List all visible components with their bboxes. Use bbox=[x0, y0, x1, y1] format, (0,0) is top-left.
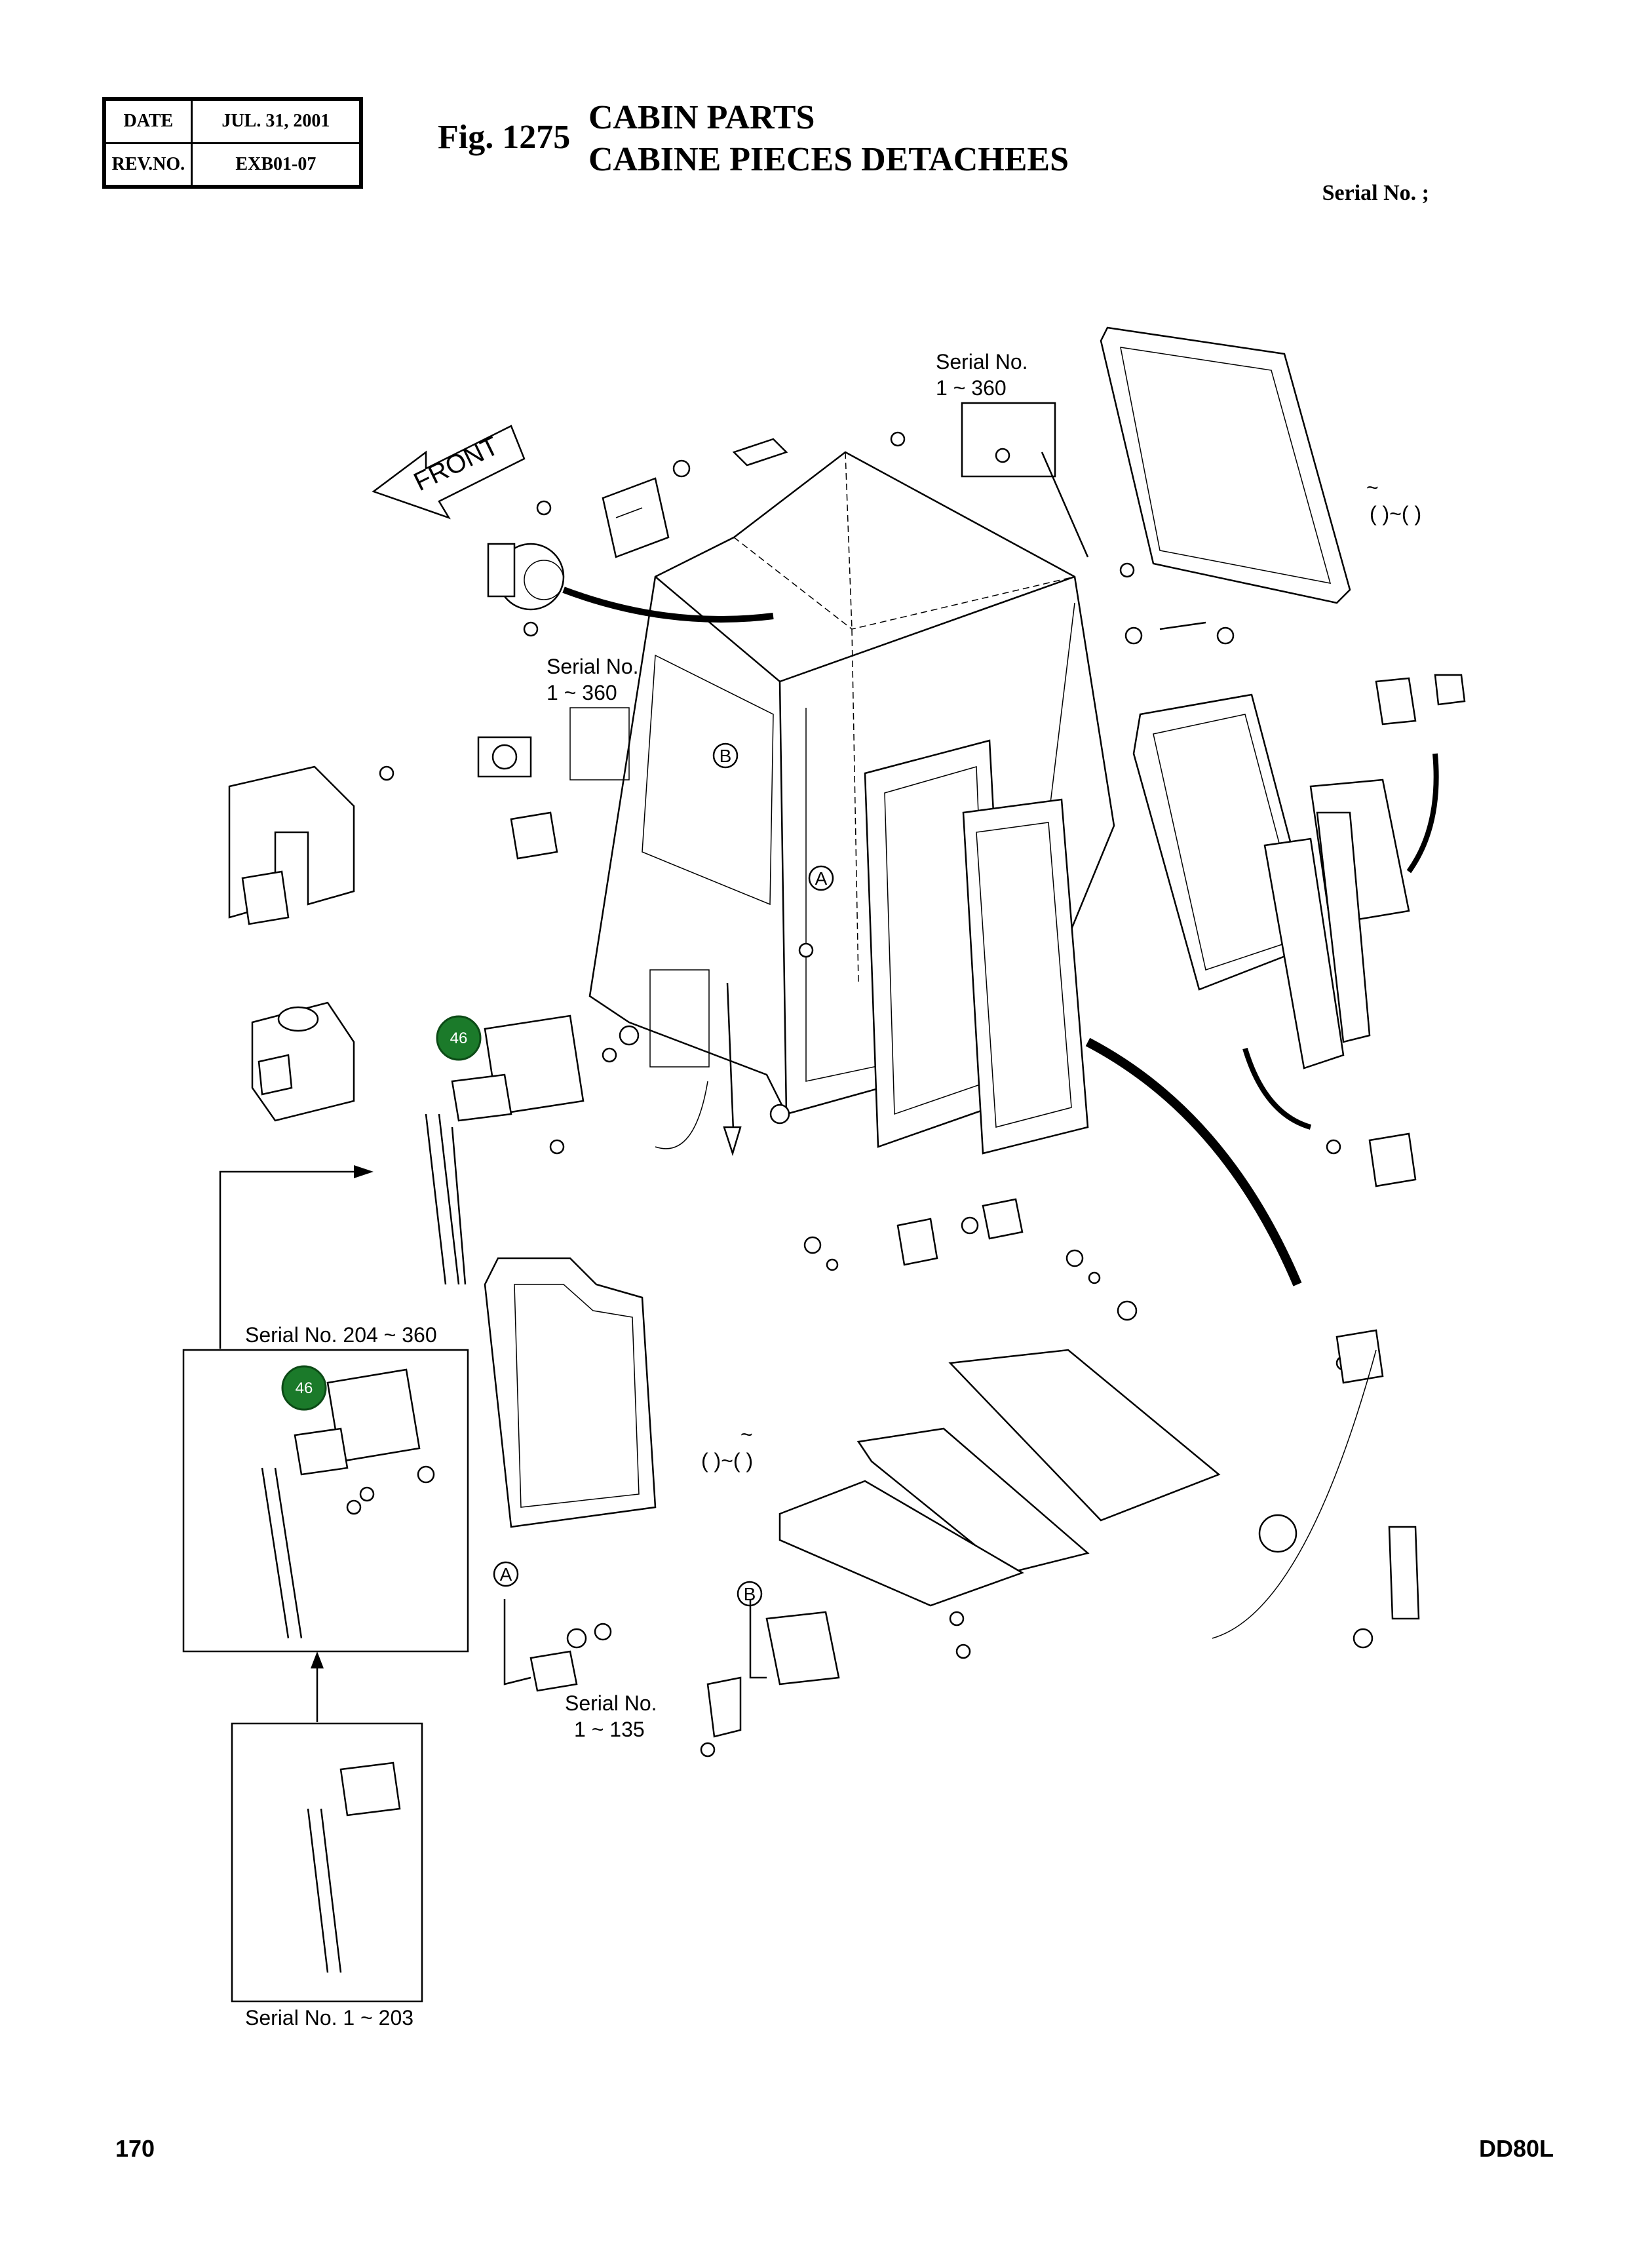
badge-46-main: 46 bbox=[436, 1015, 482, 1061]
serial-callout-204-360: Serial No. 204 ~ 360 bbox=[245, 1323, 437, 1347]
badge-46-main-label: 46 bbox=[450, 1030, 468, 1047]
figure-number: Fig. 1275 bbox=[438, 119, 571, 156]
circle-b-frame: B bbox=[712, 742, 739, 769]
figure-title-fr: CABINE PIECES DETACHEES bbox=[588, 141, 1069, 178]
range-paren-top: ( )~( ) bbox=[1370, 502, 1421, 526]
front-lower-glass bbox=[484, 1257, 657, 1528]
detail-box-lamp bbox=[569, 707, 630, 780]
door-lock-parts bbox=[896, 1198, 1024, 1266]
detail-box-top bbox=[961, 402, 1056, 478]
serial-header: Serial No. ; bbox=[1322, 181, 1429, 205]
flow-arrows bbox=[562, 452, 1439, 1286]
rev-value: EXB01-07 bbox=[190, 142, 362, 188]
circle-a-door: A bbox=[808, 865, 834, 891]
cabin-door bbox=[864, 739, 1089, 1155]
page-number: 170 bbox=[115, 2135, 155, 2162]
date-value: JUL. 31, 2001 bbox=[190, 98, 362, 144]
serial-callout-1-203: Serial No. 1 ~ 203 bbox=[245, 2006, 413, 2030]
circle-b-detail-label: B bbox=[744, 1584, 756, 1604]
latch-right bbox=[1335, 674, 1466, 1384]
figure-title-en: CABIN PARTS bbox=[588, 99, 815, 136]
revision-table: DATE JUL. 31, 2001 REV.NO. EXB01-07 bbox=[102, 97, 363, 189]
wiper-detail-204-360 bbox=[261, 1368, 435, 1639]
wiper-motor-assembly bbox=[425, 1014, 585, 1285]
range-tilde-top: ~ bbox=[1366, 476, 1379, 499]
wiper-detail-1-203 bbox=[307, 1762, 401, 1973]
fan-unit bbox=[487, 543, 565, 611]
connector-arrows bbox=[219, 1165, 374, 1722]
serial-callout-1-135-line2: 1 ~ 135 bbox=[574, 1718, 645, 1741]
serial-callout-1-135-line1: Serial No. bbox=[565, 1691, 657, 1715]
circle-a-detail: A bbox=[493, 1561, 519, 1587]
detail-a-parts bbox=[503, 1599, 578, 1692]
circle-b-detail: B bbox=[737, 1581, 763, 1607]
washer-tank bbox=[251, 1001, 355, 1122]
circle-a-detail-label: A bbox=[500, 1564, 512, 1585]
detail-box-1-203 bbox=[231, 1722, 423, 2003]
front-arrow: FRONT bbox=[372, 425, 526, 520]
room-lamp bbox=[732, 438, 788, 467]
detail-b-parts bbox=[706, 1599, 840, 1738]
serial-callout-lamp-line1: Serial No. bbox=[547, 655, 639, 678]
floor-mats bbox=[778, 1349, 1221, 1607]
serial-callout-lamp-line2: 1 ~ 360 bbox=[547, 681, 617, 704]
right-side-windows bbox=[1132, 693, 1410, 1069]
badge-46-detail-label: 46 bbox=[296, 1379, 313, 1397]
circle-b-frame-label: B bbox=[720, 746, 732, 766]
model-name: DD80L bbox=[1478, 2135, 1554, 2162]
serial-callout-top-line1: Serial No. bbox=[936, 350, 1028, 374]
range-paren-mid: ( )~( ) bbox=[701, 1449, 753, 1473]
range-tilde-mid: ~ bbox=[740, 1423, 753, 1446]
lever-assembly bbox=[1212, 1349, 1420, 1639]
top-glass bbox=[1100, 326, 1351, 604]
serial-callout-top-line2: 1 ~ 360 bbox=[936, 376, 1007, 400]
cover-box bbox=[602, 477, 670, 558]
detail-box-204-360 bbox=[182, 1349, 469, 1653]
work-lamp bbox=[477, 736, 558, 860]
antenna bbox=[655, 982, 742, 1157]
circle-a-door-label: A bbox=[815, 868, 828, 889]
bracket-left bbox=[228, 765, 355, 925]
rev-label: REV.NO. bbox=[103, 142, 193, 188]
date-label: DATE bbox=[103, 98, 193, 144]
badge-46-detail: 46 bbox=[281, 1365, 327, 1411]
detail-box-mid bbox=[649, 969, 710, 1068]
